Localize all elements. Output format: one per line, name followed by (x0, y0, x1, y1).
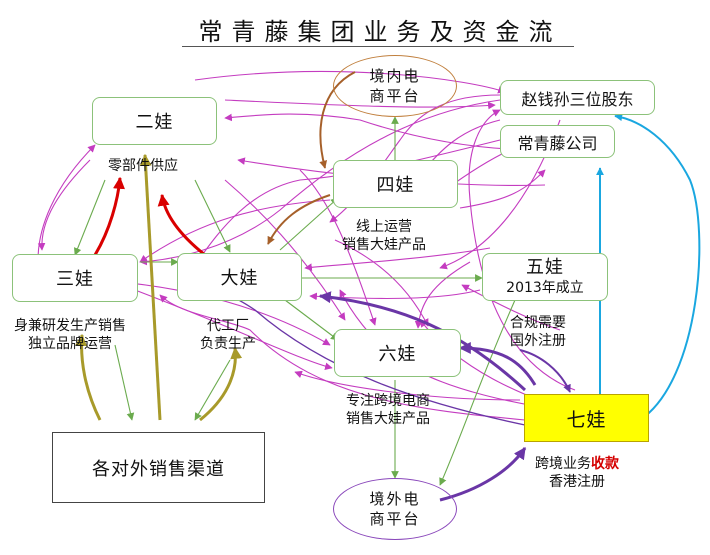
diagram-title: 常青藤集团业务及资金流 (198, 18, 562, 46)
siwa-note-line1: 线上运营 (356, 219, 412, 235)
flow-line (468, 109, 576, 391)
node-overseas-platform: 境外电 商平台 (333, 478, 457, 540)
flow-line (119, 281, 331, 346)
note-oem: 代工厂 负责生产 (200, 317, 256, 353)
compliance-note-line1: 合规需要 (510, 315, 566, 331)
compliance-note-line2: 国外注册 (510, 333, 566, 349)
liuwa-note-line1: 专注跨境电商 (346, 393, 430, 409)
flow-line (284, 299, 339, 341)
purple-arrow (519, 349, 571, 393)
overseas-line1: 境外电 (369, 490, 421, 508)
note-siwa: 线上运营 销售大娃产品 (342, 218, 426, 254)
node-company: 常青藤公司 (500, 125, 615, 158)
node-siwa: 四娃 (333, 160, 458, 208)
red-arrow (93, 176, 125, 256)
red-arrow (157, 193, 206, 257)
flow-line (139, 199, 331, 263)
flow-line (159, 294, 526, 421)
title-underline (182, 46, 574, 47)
flow-line (459, 169, 546, 209)
brown-arrow (267, 194, 331, 245)
sanwa-note-line2: 独立品牌运营 (28, 336, 112, 352)
flow-line (304, 247, 491, 271)
cyan-arrow (614, 113, 701, 421)
flow-line (114, 344, 135, 421)
flow-line (414, 261, 471, 329)
flow-line (134, 289, 333, 371)
flow-line (294, 370, 521, 401)
oem-note-line2: 负责生产 (200, 336, 256, 352)
flow-line (461, 284, 561, 331)
olive-arrow (199, 346, 243, 422)
note-qiwa: 跨境业务收款 香港注册 (535, 455, 619, 491)
liuwa-note-line2: 销售大娃产品 (346, 411, 430, 427)
flow-line (439, 299, 516, 486)
goods-flow-lines (73, 116, 516, 486)
olive-arrow (75, 333, 102, 421)
node-domestic-platform: 境内电 商平台 (333, 55, 457, 117)
node-channels: 各对外销售渠道 (52, 432, 265, 503)
oem-note-line1: 代工厂 (207, 318, 249, 334)
flow-line (334, 239, 429, 327)
domestic-line2: 商平台 (369, 87, 421, 105)
wuwa-year: 2013年成立 (506, 280, 584, 296)
node-liuwa: 六娃 (334, 329, 461, 377)
flow-line (194, 359, 231, 421)
note-compliance: 合规需要 国外注册 (510, 314, 566, 350)
sanwa-note-line1: 身兼研发生产销售 (14, 318, 126, 334)
note-sanwa: 身兼研发生产销售 独立品牌运营 (14, 317, 126, 353)
node-qiwa: 七娃 (524, 394, 649, 442)
qiwa-note-collection: 收款 (591, 456, 619, 472)
flow-line (299, 169, 377, 326)
qiwa-note-line2: 香港注册 (549, 474, 605, 490)
wuwa-label: 五娃 (526, 257, 564, 278)
overseas-line2: 商平台 (369, 510, 421, 528)
flow-line (37, 159, 91, 251)
node-sanwa: 三娃 (12, 254, 138, 302)
note-parts-supply: 零部件供应 (108, 158, 178, 174)
flow-line (224, 113, 541, 151)
flow-line (279, 197, 339, 251)
node-wuwa: 五娃 2013年成立 (482, 253, 608, 301)
accent-flow-lines (75, 71, 701, 502)
purple-arrow (458, 342, 537, 386)
node-erwa: 二娃 (92, 97, 217, 145)
siwa-note-line2: 销售大娃产品 (342, 237, 426, 253)
node-dawa: 大娃 (177, 253, 302, 301)
domestic-line1: 境内电 (369, 67, 421, 85)
node-shareholders: 赵钱孙三位股东 (500, 80, 655, 115)
olive-arrow (139, 153, 162, 421)
note-liuwa: 专注跨境电商 销售大娃产品 (346, 392, 430, 428)
qiwa-note-line1: 跨境业务收款 (535, 455, 619, 473)
qiwa-note-business: 跨境业务 (535, 456, 591, 472)
flow-line (73, 179, 106, 256)
purple-arrow (318, 291, 527, 392)
flow-line (194, 179, 231, 253)
